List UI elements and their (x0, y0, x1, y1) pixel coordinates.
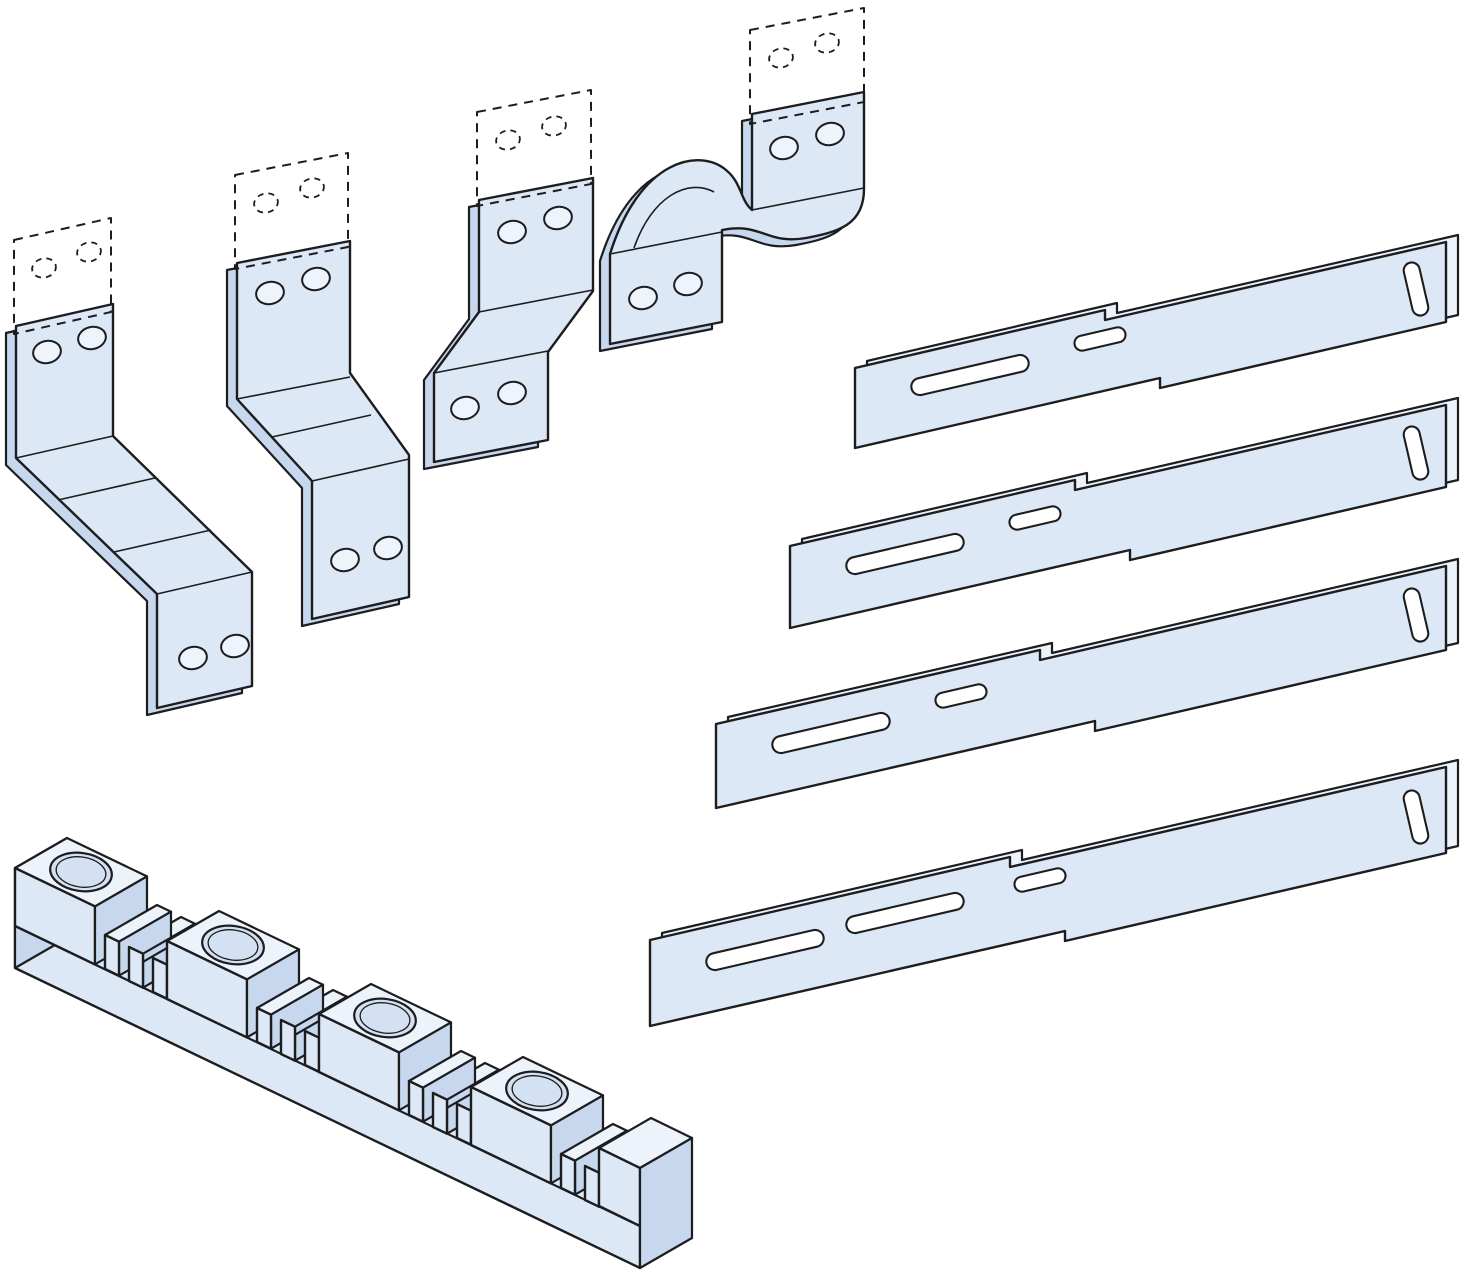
mounting-hole (178, 645, 208, 671)
mounting-hole (450, 395, 480, 421)
slotted-flat-bar-2 (788, 396, 1460, 630)
support-boss-2 (165, 909, 301, 1039)
strip-front-face (432, 176, 595, 464)
bend-lines (609, 186, 865, 255)
support-boss-1 (13, 836, 149, 966)
bent-connection-strip-2 (225, 152, 411, 628)
long-slot (771, 711, 891, 755)
phantom-position-outline (13, 217, 112, 335)
short-slot (1013, 867, 1067, 893)
slotted-flat-bar-1 (853, 233, 1460, 450)
phantom-hole (814, 32, 840, 54)
mounting-hole (673, 271, 703, 297)
bend-lines (433, 289, 594, 374)
phantom-position-outline (234, 152, 349, 270)
strip-front-face (608, 90, 866, 346)
bent-connection-strip-4 (598, 7, 866, 353)
mounting-hole (628, 285, 658, 311)
phantom-hole (541, 115, 567, 137)
phantom-hole (768, 47, 794, 69)
slotted-flat-bars-group (648, 233, 1460, 1028)
support-end-block (597, 1116, 694, 1270)
strip-front-face (14, 302, 254, 710)
round-opening-inner (55, 856, 107, 888)
slotted-flat-bar-4 (648, 758, 1460, 1028)
mounting-hole (32, 339, 62, 365)
bar-front-face (788, 403, 1448, 630)
short-slot (934, 683, 988, 709)
bent-connection-strip-1 (4, 217, 254, 717)
end-slot (1402, 261, 1430, 317)
long-slot (845, 891, 965, 935)
mounting-hole (497, 380, 527, 406)
bar-front-face (714, 564, 1448, 810)
round-opening-inner (511, 1075, 563, 1107)
round-opening (505, 1070, 569, 1112)
end-slot (1402, 587, 1430, 643)
round-opening (353, 997, 417, 1039)
end-slot (1402, 425, 1430, 481)
short-slot (1073, 326, 1127, 352)
mounting-hole (543, 205, 573, 231)
long-slot (705, 928, 825, 972)
round-opening-inner (359, 1002, 411, 1034)
round-opening (201, 924, 265, 966)
bar-front-face (648, 765, 1448, 1028)
short-slot (1008, 505, 1062, 531)
mounting-hole (301, 266, 331, 292)
long-slot (910, 353, 1030, 397)
phantom-hole (495, 129, 521, 151)
end-block-cap (638, 1136, 694, 1270)
bend-lines (15, 435, 253, 595)
mounting-hole (373, 535, 403, 561)
mounting-hole (330, 547, 360, 573)
strip-front-face (235, 239, 411, 621)
phantom-hole (31, 257, 57, 279)
mounting-hole (769, 135, 799, 161)
phantom-hole (76, 241, 102, 263)
slotted-flat-bar-3 (714, 557, 1460, 810)
phantom-position-outline (749, 7, 865, 125)
end-slot (1402, 789, 1430, 845)
mounting-hole (220, 633, 250, 659)
mounting-hole (77, 325, 107, 351)
phantom-hole (253, 192, 279, 214)
long-slot (845, 532, 965, 576)
bent-connection-strips-group (4, 7, 866, 717)
round-opening (49, 851, 113, 893)
bend-lines (236, 376, 410, 482)
phantom-position-outline (476, 89, 592, 207)
round-opening-inner (207, 929, 259, 961)
bar-front-face (853, 240, 1448, 450)
mounting-hole (497, 219, 527, 245)
mounting-hole (815, 121, 845, 147)
phantom-hole (299, 177, 325, 199)
notched-support-bar (13, 836, 694, 1270)
mounting-hole (255, 280, 285, 306)
bent-connection-strip-3 (422, 89, 595, 471)
